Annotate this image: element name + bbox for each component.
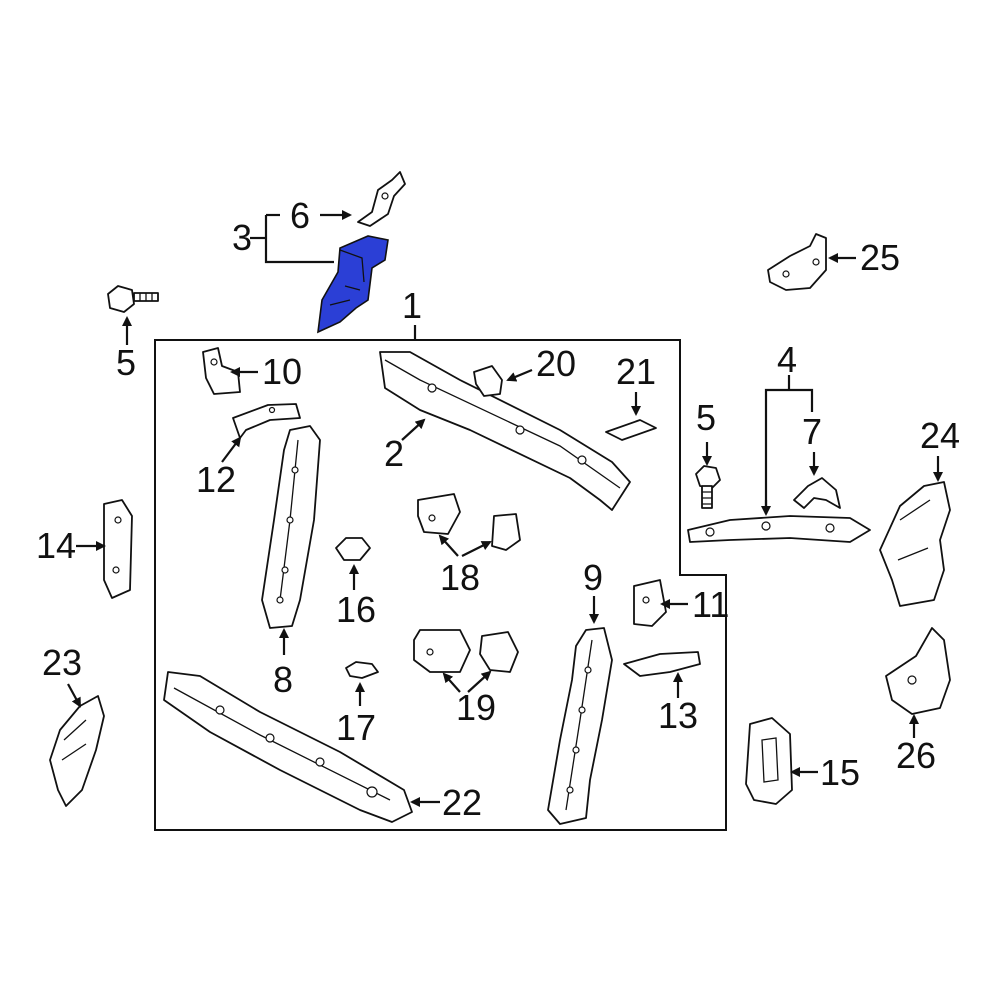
part-7-bracket[interactable] <box>793 477 841 509</box>
callout-14: 14 <box>36 525 76 566</box>
callout-7: 7 <box>802 411 822 452</box>
part-3-support-bracket[interactable] <box>317 235 389 334</box>
leader-23 <box>67 683 81 708</box>
part-6-brace[interactable] <box>357 171 406 227</box>
leader-18a <box>438 534 459 557</box>
callout-3: 3 <box>232 217 252 258</box>
part-18-right[interactable] <box>491 513 521 551</box>
part-4-crossmember[interactable] <box>687 515 871 543</box>
callout-1: 1 <box>402 285 422 326</box>
bracket-3 <box>264 215 334 264</box>
callout-5-left: 5 <box>116 342 136 383</box>
callout-16: 16 <box>336 589 376 630</box>
part-25[interactable] <box>767 233 827 291</box>
callout-8: 8 <box>273 659 293 700</box>
callout-5-right: 5 <box>696 397 716 438</box>
bolt-5-right[interactable] <box>695 465 721 509</box>
part-2-upper-tie-bar[interactable] <box>379 351 631 511</box>
assembly-frame <box>154 339 727 831</box>
callout-17: 17 <box>336 707 376 748</box>
part-10[interactable] <box>202 347 241 395</box>
part-17-plug[interactable] <box>345 661 379 679</box>
leader-19b <box>467 670 492 693</box>
part-24[interactable] <box>879 481 951 607</box>
callout-11: 11 <box>692 584 729 625</box>
callout-19: 19 <box>456 687 496 728</box>
callout-labels: 1 2 3 4 5 5 6 7 8 9 10 11 12 13 14 15 16… <box>36 195 960 823</box>
callout-10: 10 <box>262 351 302 392</box>
part-11[interactable] <box>633 579 667 627</box>
callout-22: 22 <box>442 782 482 823</box>
part-15[interactable] <box>745 717 793 805</box>
part-21[interactable] <box>605 419 657 441</box>
part-19-left[interactable] <box>413 629 471 673</box>
bolt-5-left[interactable] <box>107 285 159 313</box>
callout-26: 26 <box>896 735 936 776</box>
part-13[interactable] <box>623 651 701 677</box>
part-18-left[interactable] <box>417 493 461 535</box>
part-26[interactable] <box>885 627 951 715</box>
callout-24: 24 <box>920 415 960 456</box>
callout-25: 25 <box>860 237 900 278</box>
part-14[interactable] <box>103 499 133 599</box>
callout-23: 23 <box>42 642 82 683</box>
callout-2: 2 <box>384 433 404 474</box>
callout-18: 18 <box>440 557 480 598</box>
part-20[interactable] <box>473 365 503 397</box>
part-9-side-support[interactable] <box>547 627 613 825</box>
leader-18b <box>461 541 492 557</box>
part-23[interactable] <box>49 695 105 807</box>
callout-20: 20 <box>536 343 576 384</box>
leader-19a <box>442 672 461 693</box>
leader-20 <box>506 368 533 382</box>
callout-4: 4 <box>777 339 797 380</box>
part-16-plug[interactable] <box>335 537 371 561</box>
callout-6: 6 <box>290 195 310 236</box>
leader-2 <box>401 418 426 441</box>
callout-15: 15 <box>820 752 860 793</box>
leader-12 <box>221 436 242 463</box>
part-8-side-support[interactable] <box>261 425 321 629</box>
part-19-right[interactable] <box>479 631 519 673</box>
part-22-lower-tie-bar[interactable] <box>163 671 413 823</box>
callout-21: 21 <box>616 351 656 392</box>
callout-13: 13 <box>658 695 698 736</box>
callout-12: 12 <box>196 459 236 500</box>
callout-9: 9 <box>583 557 603 598</box>
